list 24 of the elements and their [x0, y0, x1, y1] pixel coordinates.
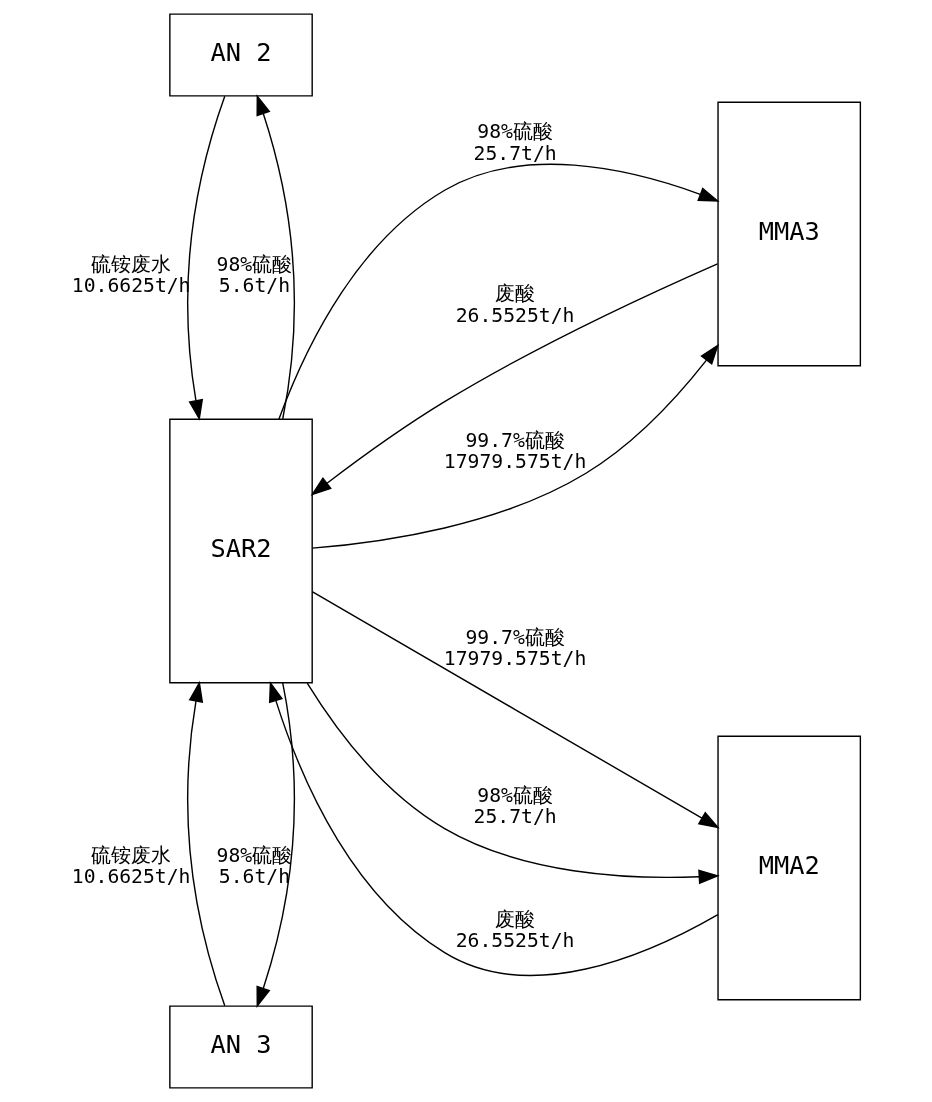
arrow: [311, 343, 719, 549]
arrow: [255, 682, 295, 1008]
arrow: [186, 95, 225, 421]
arrow: [255, 94, 295, 420]
edge-label: 硫铵废水 10.6625t/h: [71, 844, 190, 889]
arrow: [186, 680, 225, 1007]
edge-label: 99.7%硫酸 17979.575t/h: [443, 626, 586, 671]
arrow: [277, 163, 720, 420]
node-box: SAR2: [168, 418, 313, 684]
node-box: AN 3: [168, 1005, 313, 1089]
arrow: [310, 263, 718, 496]
edge-label: 废酸 26.5525t/h: [455, 908, 574, 953]
edge-label: 99.7%硫酸 17979.575t/h: [443, 429, 586, 474]
edge-label: 废酸 26.5525t/h: [455, 282, 574, 327]
edge-label: 98%硫酸 5.6t/h: [216, 844, 292, 889]
edge-label: 98%硫酸 25.7t/h: [473, 120, 557, 165]
node-box: MMA3: [716, 101, 861, 367]
edge-label: 98%硫酸 25.7t/h: [473, 784, 557, 829]
arrow: [306, 682, 720, 885]
arrow: [311, 591, 720, 829]
node-box: AN 2: [168, 13, 313, 97]
arrow: [268, 680, 719, 977]
node-box: MMA2: [716, 735, 861, 1001]
edge-label: 98%硫酸 5.6t/h: [216, 253, 292, 298]
